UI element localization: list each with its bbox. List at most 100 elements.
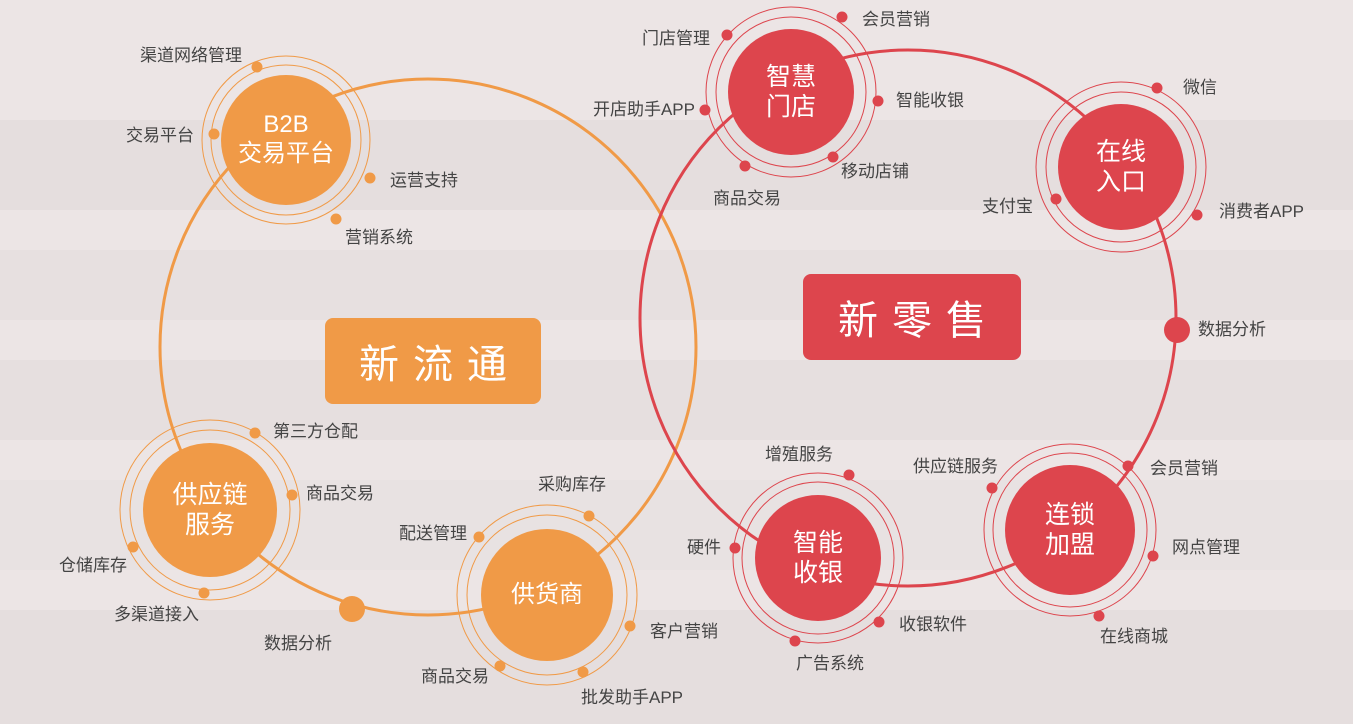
label-store-management: 门店管理 xyxy=(642,29,710,48)
hub-smart-pos: 智能 收银 xyxy=(755,495,881,621)
hub-supply-chain: 供应链 服务 xyxy=(143,443,277,577)
label-hardware: 硬件 xyxy=(687,538,721,557)
hub-smart-store: 智慧 门店 xyxy=(728,29,854,155)
label-consumer-app: 消费者APP xyxy=(1219,202,1305,221)
online-alipay-dot xyxy=(1050,193,1062,205)
label-storage-inventory: 仓储库存 xyxy=(59,556,127,575)
pos-ring-inner xyxy=(741,481,895,635)
supplier-purchase-dot xyxy=(583,510,595,522)
hub-supply-line2: 服务 xyxy=(184,511,235,539)
hub-online-entry: 在线 入口 xyxy=(1058,104,1184,230)
label-alipay: 支付宝 xyxy=(982,197,1033,216)
label-chain-member-marketing: 会员营销 xyxy=(1150,459,1218,478)
label-store-goods-trade: 商品交易 xyxy=(713,189,781,208)
supplier-crm-dot xyxy=(624,620,636,632)
store-member-dot xyxy=(836,11,848,23)
label-outlet-management: 网点管理 xyxy=(1172,538,1240,557)
chain-supply-dot xyxy=(986,482,998,494)
label-trade-platform: 交易平台 xyxy=(126,126,194,145)
supply-ring-outer xyxy=(119,419,301,601)
label-value-added-service: 增殖服务 xyxy=(765,445,833,464)
supply-ring-inner xyxy=(129,429,291,591)
hub-chain-line1: 连锁 xyxy=(1044,501,1095,529)
label-store-smart-pos: 智能收银 xyxy=(896,91,964,110)
left-orbit-ring xyxy=(158,77,698,617)
chain-member-dot xyxy=(1122,460,1134,472)
pos-value-dot xyxy=(843,469,855,481)
hub-b2b: B2B 交易平台 xyxy=(221,75,351,205)
store-goods-dot xyxy=(739,160,751,172)
label-wholesale-app: 批发助手APP xyxy=(581,688,684,707)
supplier-app-dot xyxy=(577,666,589,678)
hub-store-line2: 门店 xyxy=(765,93,816,121)
left-analytics-dot xyxy=(339,596,365,622)
supplier-ring-inner xyxy=(466,514,628,676)
hub-online-line1: 在线 xyxy=(1095,138,1146,166)
supplier-goods-dot xyxy=(494,660,506,672)
store-pos-dot xyxy=(872,95,884,107)
label-left-data-analytics: 数据分析 xyxy=(264,634,332,653)
online-wechat-dot xyxy=(1151,82,1163,94)
pos-ring-outer xyxy=(732,472,904,644)
b2b-channel-dot xyxy=(251,61,263,73)
b2b-trade-dot xyxy=(208,128,220,140)
label-delivery-management: 配送管理 xyxy=(399,524,467,543)
supplier-ring-outer xyxy=(456,504,638,686)
pos-ads-dot xyxy=(789,635,801,647)
b2b-ops-dot xyxy=(364,172,376,184)
label-customer-marketing: 客户营销 xyxy=(650,622,718,641)
label-ad-system: 广告系统 xyxy=(796,654,864,673)
store-mobile-dot xyxy=(827,151,839,163)
b2b-ring-inner xyxy=(210,64,362,216)
title-new-retail: 新零售 xyxy=(803,274,1021,360)
hub-pos-line2: 收银 xyxy=(792,559,843,587)
supply-goods-dot xyxy=(286,489,298,501)
label-right-data-analytics: 数据分析 xyxy=(1198,320,1266,339)
chain-mall-dot xyxy=(1093,610,1105,622)
right-analytics-dot xyxy=(1164,317,1190,343)
hub-store-line1: 智慧 xyxy=(765,63,816,91)
chain-network-dot xyxy=(1147,550,1159,562)
label-supply-goods-trade: 商品交易 xyxy=(306,484,374,503)
b2b-marketing-dot xyxy=(330,213,342,225)
label-chain-supply-service: 供应链服务 xyxy=(913,457,998,476)
label-wechat: 微信 xyxy=(1183,78,1217,97)
hub-b2b-line2: 交易平台 xyxy=(238,140,334,167)
online-ring-inner xyxy=(1045,91,1197,243)
label-ops-support: 运营支持 xyxy=(390,171,458,190)
chain-ring-inner xyxy=(992,452,1148,608)
label-supplier-goods-trade: 商品交易 xyxy=(421,667,489,686)
hub-b2b-line1: B2B xyxy=(263,111,309,139)
label-online-mall: 在线商城 xyxy=(1100,627,1168,646)
title-new-distribution: 新流通 xyxy=(325,318,541,404)
supplier-delivery-dot xyxy=(473,531,485,543)
online-ring-outer xyxy=(1035,81,1207,253)
pos-hardware-dot xyxy=(729,542,741,554)
b2b-ring-outer xyxy=(201,55,371,225)
online-app-dot xyxy=(1191,209,1203,221)
hub-online-line2: 入口 xyxy=(1095,168,1146,196)
pos-software-dot xyxy=(873,616,885,628)
hub-supplier: 供货商 xyxy=(481,529,613,661)
supply-3pl-dot xyxy=(249,427,261,439)
label-mobile-store: 移动店铺 xyxy=(841,162,909,181)
label-store-member-marketing: 会员营销 xyxy=(862,10,930,29)
label-multichannel-access: 多渠道接入 xyxy=(114,605,199,624)
supply-storage-dot xyxy=(127,541,139,553)
hub-supply-line1: 供应链 xyxy=(172,481,248,509)
chain-ring-outer xyxy=(983,443,1157,617)
label-store-helper-app: 开店助手APP xyxy=(592,100,695,119)
supply-multichannel-dot xyxy=(198,587,210,599)
store-app-dot xyxy=(699,104,711,116)
label-marketing-system: 营销系统 xyxy=(345,228,413,247)
hub-supplier-line1: 供货商 xyxy=(511,580,583,608)
title-left-text: 新流通 xyxy=(359,343,521,387)
title-right-text: 新零售 xyxy=(838,299,1000,343)
hub-chain-franchise: 连锁 加盟 xyxy=(1005,465,1135,595)
label-third-party-warehouse: 第三方仓配 xyxy=(273,422,358,441)
hub-pos-line1: 智能 xyxy=(792,529,843,557)
store-ring-inner xyxy=(715,16,867,168)
label-pos-software: 收银软件 xyxy=(899,615,967,634)
